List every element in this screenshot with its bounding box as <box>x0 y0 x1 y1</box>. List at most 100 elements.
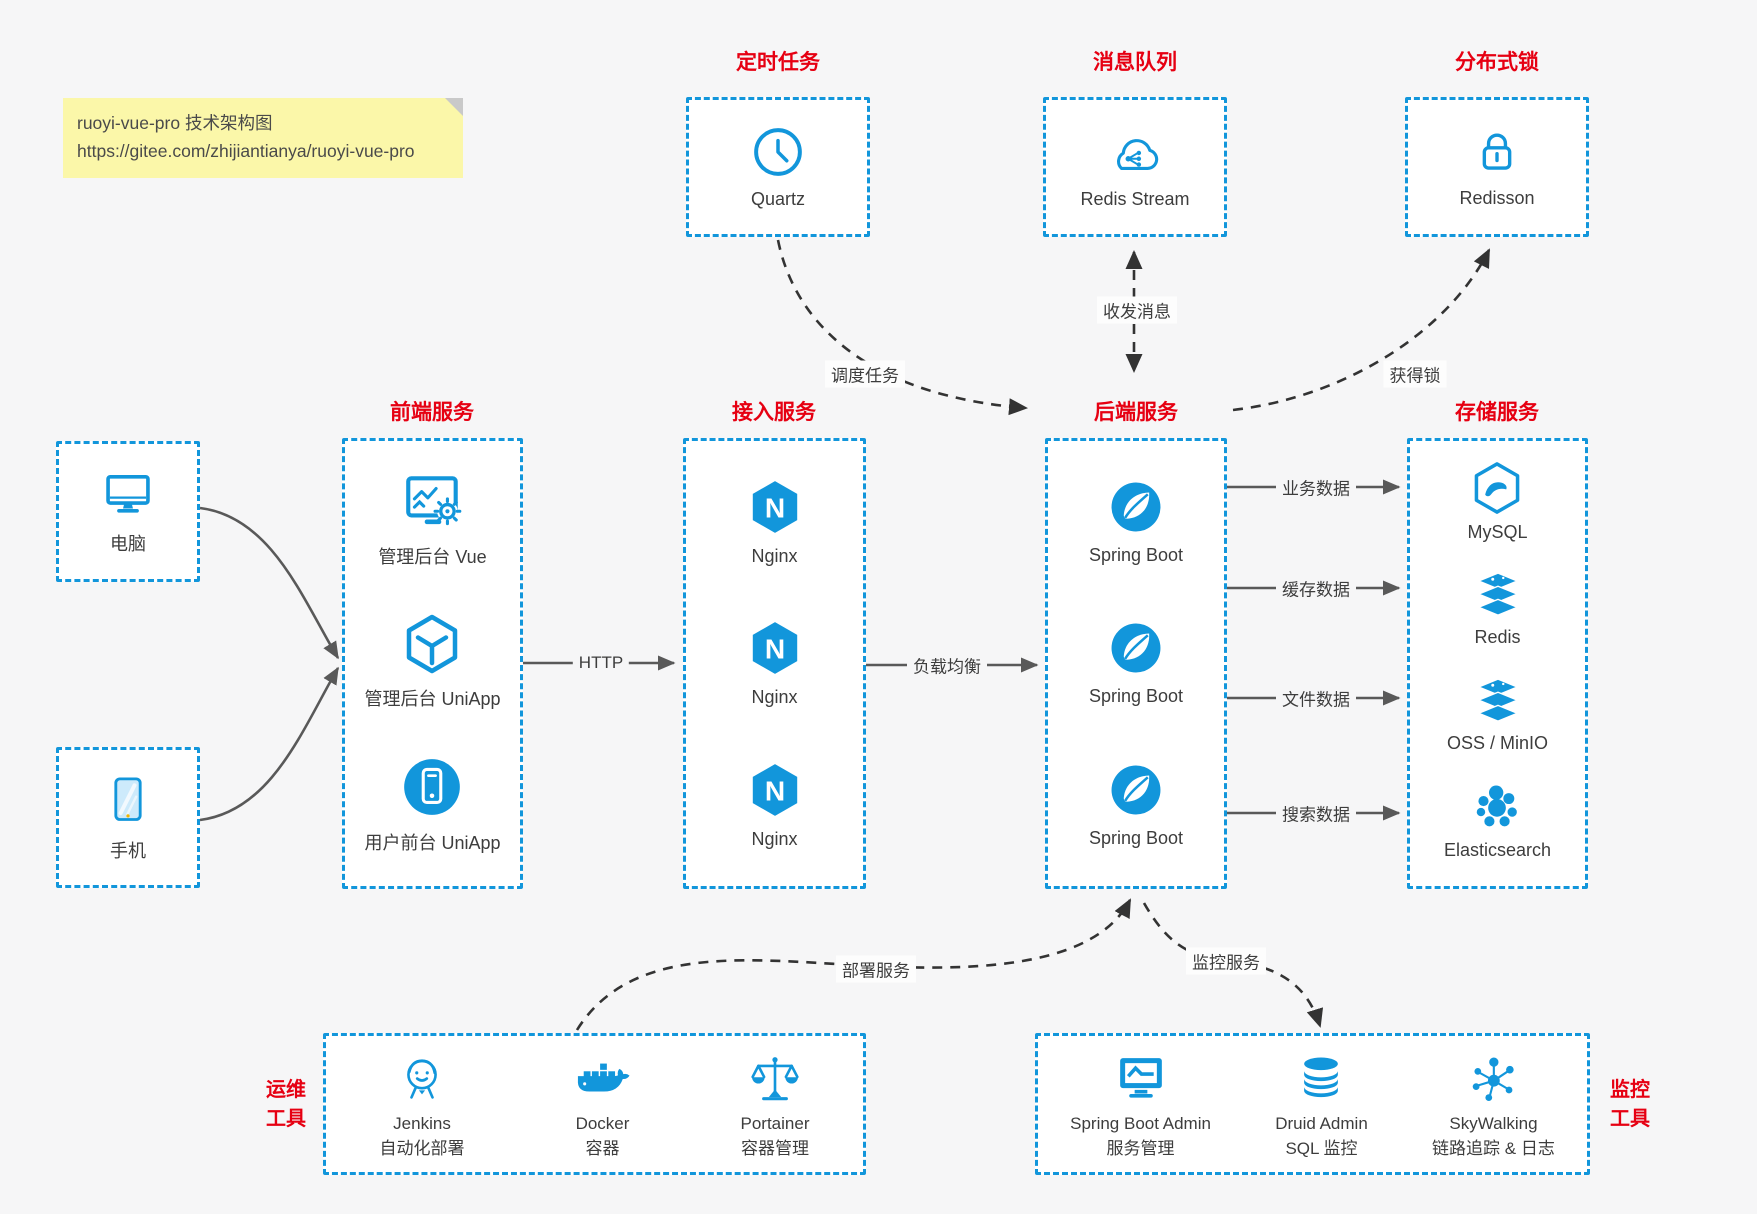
node-oss-minio: OSS / MinIO <box>1447 675 1548 754</box>
docker-icon <box>577 1063 630 1092</box>
node-admin-uniapp: 管理后台 UniApp <box>364 612 501 711</box>
node-nginx-1: N Nginx <box>746 477 804 567</box>
edge-label-cache-data: 缓存数据 <box>1276 574 1356 602</box>
desktop-icon <box>106 474 150 513</box>
skywalking-icon-wrap <box>1466 1048 1520 1110</box>
edge-label-load-balance: 负载均衡 <box>907 651 987 679</box>
node-redisson: Redisson <box>1405 97 1589 237</box>
title-distributed-lock: 分布式锁 <box>1455 51 1539 74</box>
edge-phone-to-frontend <box>199 666 340 822</box>
node-label: Redis Stream <box>1080 189 1190 209</box>
title-monitor-tools: 监控 工具 <box>1595 1076 1665 1134</box>
node-label: Nginx <box>751 687 798 708</box>
node-redis: Redis <box>1470 569 1526 648</box>
svg-text:N: N <box>764 634 784 665</box>
mobile-app-icon <box>404 758 461 815</box>
docker-icon-wrap <box>572 1048 634 1110</box>
monitor-tools-box: Spring Boot Admin 服务管理 Druid Admin SQL 监… <box>1035 1033 1590 1175</box>
phone-item: 手机 <box>102 772 154 863</box>
nginx-icon: N <box>752 764 797 816</box>
lock-icon <box>1482 133 1512 170</box>
skywalking-icon <box>1473 1057 1515 1101</box>
node-druid-admin: Druid Admin SQL 监控 <box>1275 1048 1368 1160</box>
tool-desc: 链路追踪 & 日志 <box>1432 1139 1555 1158</box>
node-portainer: Portainer 容器管理 <box>740 1048 810 1160</box>
portainer-icon <box>751 1057 799 1101</box>
redis-stream-item: Redis Stream <box>1080 124 1190 210</box>
spring-boot-icon <box>1111 765 1161 815</box>
tool-desc: 自动化部署 <box>379 1139 465 1158</box>
tool-desc: SQL 监控 <box>1285 1139 1358 1158</box>
phone-icon <box>114 777 142 821</box>
edge-label-deploy-service: 部署服务 <box>836 955 916 983</box>
edge-label-acquire-lock: 获得锁 <box>1383 360 1447 388</box>
edge-label-send-receive-message: 收发消息 <box>1097 296 1177 324</box>
title-message-queue: 消息队列 <box>1093 51 1177 74</box>
node-label: Quartz <box>750 189 806 209</box>
nginx-icon: N <box>752 622 797 675</box>
tool-name: Druid Admin <box>1275 1114 1368 1133</box>
portainer-icon-wrap <box>747 1048 803 1110</box>
title-monitor-line1: 监控 <box>1610 1079 1650 1101</box>
node-label: OSS / MinIO <box>1446 732 1549 753</box>
tier-box-frontend: 管理后台 Vue 管理后台 UniApp 用户前台 UniApp <box>342 438 523 889</box>
node-mysql: MySQL <box>1467 460 1528 543</box>
admin-vue-icon <box>405 476 461 526</box>
tool-desc: 服务管理 <box>1106 1139 1175 1158</box>
node-jenkins: Jenkins 自动化部署 <box>380 1048 465 1160</box>
uniapp-cube-icon <box>407 614 458 674</box>
mysql-icon <box>1475 462 1520 514</box>
note-title: ruoyi-vue-pro 技术架构图 <box>77 113 273 133</box>
edge-acquire-lock-line <box>1232 248 1491 412</box>
tool-desc: 容器 <box>585 1139 620 1158</box>
edge-label-business-data: 业务数据 <box>1276 473 1356 501</box>
node-label: MySQL <box>1467 522 1528 543</box>
node-label: 电脑 <box>110 534 146 554</box>
desktop-item: 电脑 <box>99 467 157 556</box>
title-storage-services: 存储服务 <box>1455 401 1539 424</box>
spring-boot-icon <box>1111 482 1161 532</box>
node-docker: Docker 容器 <box>572 1048 634 1160</box>
tool-name: Jenkins <box>393 1114 451 1133</box>
tool-desc: 容器管理 <box>740 1139 809 1158</box>
node-label: 管理后台 Vue <box>378 547 487 568</box>
spring-boot-admin-icon-wrap <box>1112 1048 1170 1110</box>
node-label: Elasticsearch <box>1443 839 1552 860</box>
spring-boot-admin-icon <box>1119 1058 1162 1098</box>
quartz-item: Quartz <box>750 124 806 210</box>
node-label: 手机 <box>110 841 146 861</box>
title-backend-services: 后端服务 <box>1094 401 1178 424</box>
message-cloud-icon <box>1117 139 1159 170</box>
node-nginx-2: N Nginx <box>746 618 804 708</box>
tool-name: Spring Boot Admin <box>1070 1114 1211 1133</box>
tool-name: SkyWalking <box>1449 1114 1538 1133</box>
title-monitor-line2: 工具 <box>1610 1108 1650 1130</box>
node-redis-stream: Redis Stream <box>1043 97 1227 237</box>
node-label: Spring Boot <box>1088 828 1184 849</box>
nginx-icon: N <box>752 481 797 533</box>
title-ops-line2: 工具 <box>266 1108 306 1130</box>
redis-stack-icon <box>1476 572 1519 617</box>
node-spring-boot-admin: Spring Boot Admin 服务管理 <box>1070 1048 1211 1160</box>
tool-name: Docker <box>575 1114 630 1133</box>
title-ops-line1: 运维 <box>266 1079 306 1101</box>
clock-icon <box>754 128 802 176</box>
node-label: 用户前台 UniApp <box>364 832 501 853</box>
node-label: 管理后台 UniApp <box>364 688 501 709</box>
jenkins-icon <box>407 1059 437 1099</box>
node-springboot-2: Spring Boot <box>1089 619 1183 707</box>
tier-box-gateway: N Nginx N Nginx N Nginx <box>683 438 866 889</box>
tool-name: Portainer <box>740 1114 810 1133</box>
note-url: https://gitee.com/zhijiantianya/ruoyi-vu… <box>77 141 415 161</box>
node-label: Spring Boot <box>1088 544 1184 565</box>
druid-icon-wrap <box>1294 1048 1348 1110</box>
tier-box-backend: Spring Boot Spring Boot Spring Boot <box>1045 438 1227 889</box>
title-gateway-services: 接入服务 <box>732 401 816 424</box>
edge-label-monitor-service: 监控服务 <box>1186 947 1266 975</box>
edge-label-file-data: 文件数据 <box>1276 684 1356 712</box>
redisson-item: Redisson <box>1459 125 1535 209</box>
node-label: Redisson <box>1459 188 1535 208</box>
edge-deploy-service-line <box>575 898 1132 1031</box>
node-elasticsearch: Elasticsearch <box>1444 780 1551 861</box>
tier-box-storage: MySQL Redis OSS / MinIO <box>1407 438 1588 889</box>
